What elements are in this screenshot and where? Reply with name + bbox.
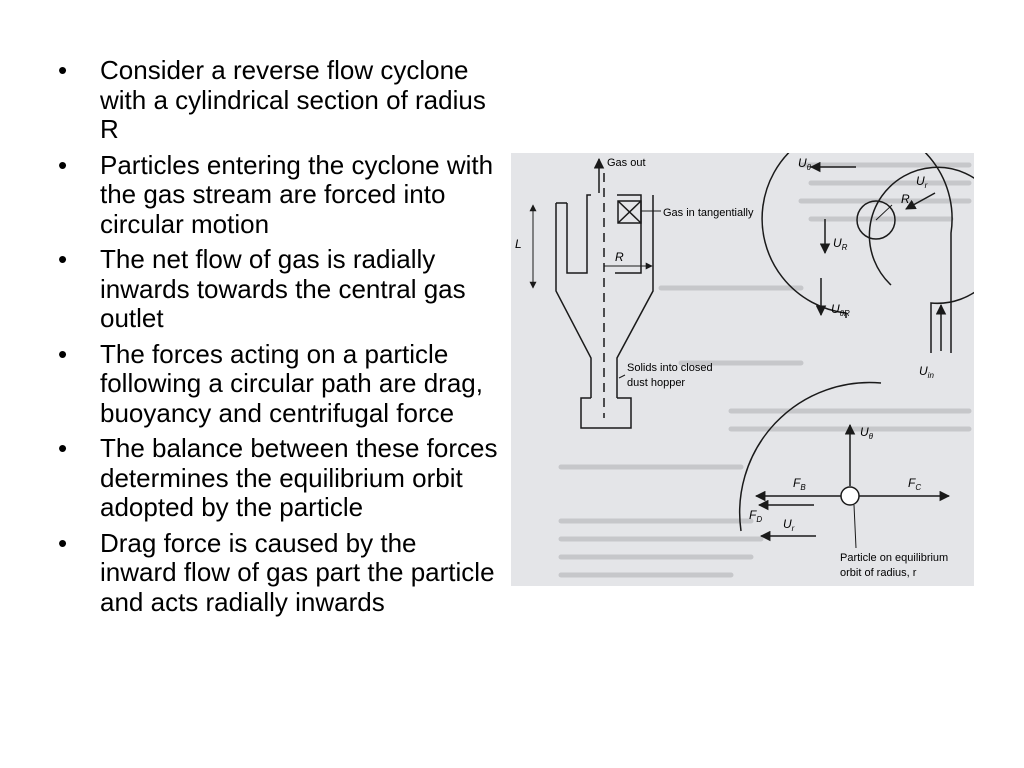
- force-u-r-label: Ur: [783, 517, 795, 533]
- bullet-text: The net flow of gas is radially inwards …: [100, 244, 466, 333]
- solids-leader: [618, 374, 626, 379]
- bullet-item: • The balance between these forces determ…: [58, 433, 498, 523]
- force-u-theta-label: Uθ: [860, 425, 874, 441]
- orbit-label-line2: orbit of radius, r: [840, 567, 917, 579]
- plan-u-in-label: Uin: [919, 364, 934, 380]
- bullet-text: The balance between these forces determi…: [100, 433, 498, 522]
- force-FD-label: FD: [749, 508, 762, 524]
- solids-label-line1: Solids into closed: [627, 362, 713, 374]
- particle: [840, 486, 860, 506]
- bullet-item: • Particles entering the cyclone with the…: [58, 149, 498, 240]
- orbit-leader: [853, 504, 857, 549]
- force-FB-label: FB: [793, 476, 806, 492]
- plan-u-theta-label: Uθ: [798, 156, 812, 172]
- plan-u-r-arrow: [905, 192, 936, 210]
- plan-u-thetaR-label: UθR: [831, 302, 850, 318]
- bullet-item: • The forces acting on a particle followi…: [58, 338, 498, 429]
- cyclone-diagram: Gas out Gas in tangentially L R Solids i…: [511, 153, 974, 586]
- bullet-text: Drag force is caused by the inward flow …: [100, 527, 495, 617]
- bullet-item: • Consider a reverse flow cyclone with a …: [58, 55, 498, 145]
- bullet-dot: •: [58, 338, 68, 369]
- cyclone-body: [555, 194, 654, 429]
- force-FC-label: FC: [908, 476, 921, 492]
- bullet-list: • Consider a reverse flow cyclone with a …: [58, 55, 498, 623]
- bullet-dot: •: [58, 149, 68, 180]
- plan-R-label: R: [901, 192, 910, 206]
- orbit-arc: [738, 381, 882, 532]
- plan-view: [761, 153, 974, 353]
- gas-out-label: Gas out: [607, 157, 646, 169]
- bullet-dot: •: [58, 55, 68, 85]
- R-label: R: [615, 250, 624, 264]
- plan-u-r-label: Ur: [916, 174, 928, 190]
- bullet-item: • Drag force is caused by the inward flow…: [58, 527, 498, 618]
- bullet-text: The forces acting on a particle followin…: [100, 338, 483, 428]
- bullet-text: Consider a reverse flow cyclone with a c…: [100, 55, 486, 144]
- bullet-dot: •: [58, 527, 68, 558]
- solids-label-line2: dust hopper: [627, 377, 685, 389]
- gas-in-label: Gas in tangentially: [663, 207, 754, 219]
- orbit-label-line1: Particle on equilibrium: [840, 552, 948, 564]
- figure-background: [511, 153, 974, 586]
- bullet-item: • The net flow of gas is radially inwards…: [58, 244, 498, 334]
- plan-R-line: [875, 204, 893, 221]
- plan-u-R-label: UR: [833, 236, 848, 252]
- bullet-dot: •: [58, 244, 68, 274]
- bullet-dot: •: [58, 433, 68, 463]
- L-label: L: [515, 237, 522, 251]
- bullet-text: Particles entering the cyclone with the …: [100, 149, 494, 239]
